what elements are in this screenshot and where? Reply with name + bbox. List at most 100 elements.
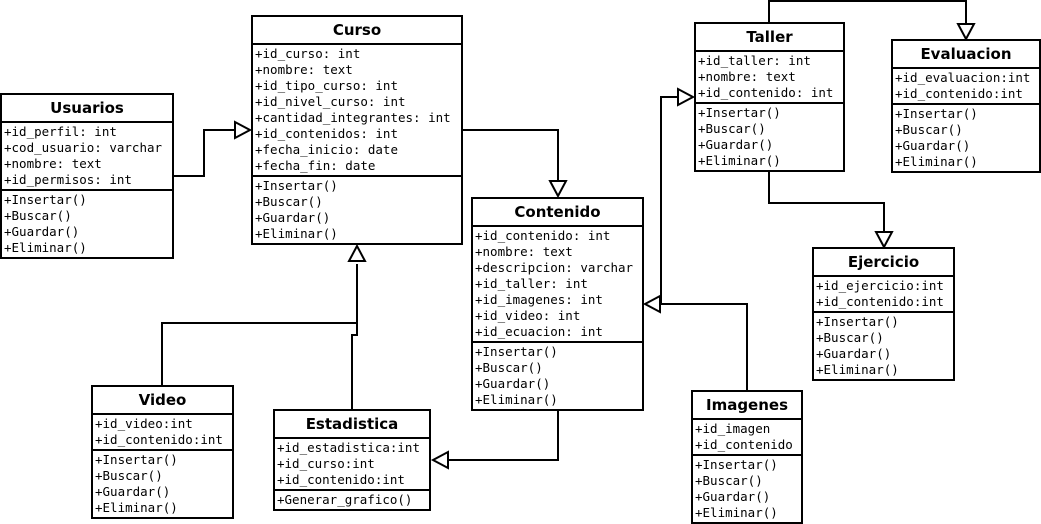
class-method: +Insertar() [695, 457, 778, 472]
class-attribute: +id_tipo_curso: int [255, 78, 398, 93]
class-method: +Eliminar() [698, 153, 781, 168]
connector-line [173, 129, 235, 177]
class-evaluacion: Evaluacion+id_evaluacion:int+id_contenid… [891, 39, 1041, 173]
class-attribute: +id_video:int [95, 416, 193, 431]
class-attribute: +id_video: int [475, 308, 580, 323]
class-attribute: +descripcion: varchar [475, 260, 634, 275]
class-attribute: +id_curso: int [255, 46, 360, 61]
class-title: Ejercicio [848, 253, 919, 271]
class-method: +Buscar() [4, 208, 72, 223]
connector-line [768, 0, 967, 23]
class-curso: Curso +id_curso: int+nombre: text+id_tipo… [251, 15, 463, 245]
class-method: +Guardar() [95, 484, 170, 499]
classes-layer: Usuarios+id_perfil: int+cod_usuario: var… [0, 15, 1041, 524]
class-attribute: +nombre: text [255, 62, 353, 77]
class-title: Video [139, 391, 187, 409]
class-title: Imagenes [706, 396, 788, 414]
class-attribute: +id_imagen [695, 421, 770, 436]
class-method: +Guardar() [695, 489, 770, 504]
class-contenido: Contenido +id_contenido: int+nombre: text… [471, 197, 644, 411]
class-attribute: +id_contenido: int [698, 85, 833, 100]
class-attribute: +nombre: text [698, 69, 796, 84]
connector-line [768, 171, 885, 231]
class-attribute: +fecha_fin: date [255, 158, 375, 173]
class-method: +Guardar() [255, 210, 330, 225]
class-attribute: +id_permisos: int [4, 172, 132, 187]
class-box [273, 409, 431, 511]
class-method: +Eliminar() [95, 500, 178, 515]
connector-line [660, 96, 677, 304]
class-estadistica: Estadistica +id_estadistica:int+id_curso:… [273, 409, 431, 511]
connector-line [661, 303, 748, 391]
class-method: +Buscar() [95, 468, 163, 483]
class-box [91, 385, 234, 519]
class-box [691, 390, 803, 524]
class-ejercicio: Ejercicio+id_ejercicio:int+id_contenido:… [812, 247, 955, 381]
class-attribute: +id_contenido:int [895, 86, 1023, 101]
inheritance-connector [161, 243, 367, 386]
class-box [812, 247, 955, 381]
class-attribute: +id_contenidos: int [255, 126, 398, 141]
class-method: +Guardar() [4, 224, 79, 239]
class-title: Taller [746, 28, 793, 46]
inheritance-connector [462, 129, 568, 199]
class-title: Usuarios [50, 99, 124, 117]
class-attribute: +id_contenido:int [277, 472, 405, 487]
class-method: +Buscar() [816, 330, 884, 345]
class-method: +Insertar() [816, 314, 899, 329]
class-method: +Eliminar() [4, 240, 87, 255]
class-method: +Eliminar() [895, 154, 978, 169]
class-title: Contenido [514, 203, 600, 221]
inheritance-arrowhead-icon [234, 120, 253, 140]
connector-line [449, 410, 559, 461]
class-taller: Taller +id_taller: int+nombre: text+id_co… [694, 22, 845, 172]
class-imagenes: Imagenes +id_imagen+id_contenido +Insertar… [691, 390, 803, 524]
class-usuarios: Usuarios+id_perfil: int+cod_usuario: var… [0, 93, 174, 259]
inheritance-arrowhead-icon [642, 294, 661, 314]
class-attribute: +fecha_inicio: date [255, 142, 398, 157]
class-attribute: +id_ejercicio:int [816, 278, 944, 293]
class-title: Curso [333, 21, 381, 39]
inheritance-arrowhead-icon [956, 23, 976, 42]
class-method: +Insertar() [95, 452, 178, 467]
inheritance-connector [768, 171, 894, 250]
class-method: +Buscar() [255, 194, 323, 209]
class-method: +Insertar() [255, 178, 338, 193]
inheritance-arrowhead-icon [430, 450, 449, 470]
class-attribute: +id_taller: int [698, 53, 811, 68]
class-method: +Eliminar() [255, 226, 338, 241]
class-method: +Guardar() [475, 376, 550, 391]
class-attribute: +id_nivel_curso: int [255, 94, 406, 109]
inheritance-arrowhead-icon [347, 243, 367, 262]
class-method: +Insertar() [895, 106, 978, 121]
class-title: Estadistica [306, 415, 399, 433]
class-attribute: +id_contenido [695, 437, 793, 452]
class-attribute: +cantidad_integrantes: int [255, 110, 451, 125]
class-attribute: +id_estadistica:int [277, 440, 420, 455]
class-attribute: +id_perfil: int [4, 124, 117, 139]
class-box [251, 15, 463, 245]
class-video: Video +id_video:int+id_contenido:int +Inse… [91, 385, 234, 519]
connector-line [351, 323, 358, 410]
class-attribute: +nombre: text [475, 244, 573, 259]
class-method: +Buscar() [895, 122, 963, 137]
class-method: +Insertar() [698, 105, 781, 120]
class-method: +Eliminar() [816, 362, 899, 377]
class-method: +Generar_grafico() [277, 492, 412, 507]
class-attribute: +id_evaluacion:int [895, 70, 1030, 85]
inheritance-connector [430, 410, 559, 470]
inheritance-arrowhead-icon [874, 231, 894, 250]
class-attribute: +id_ecuacion: int [475, 324, 603, 339]
class-attribute: +id_contenido:int [95, 432, 223, 447]
inheritance-connector [768, 0, 976, 42]
class-method: +Eliminar() [695, 505, 778, 520]
inheritance-arrowhead-icon [548, 180, 568, 199]
class-method: +Buscar() [475, 360, 543, 375]
class-attribute: +id_imagenes: int [475, 292, 603, 307]
class-attribute: +id_curso:int [277, 456, 375, 471]
inheritance-connector [173, 120, 253, 177]
class-method: +Insertar() [475, 344, 558, 359]
connector-line [462, 129, 559, 180]
class-attribute: +id_contenido: int [475, 228, 610, 243]
